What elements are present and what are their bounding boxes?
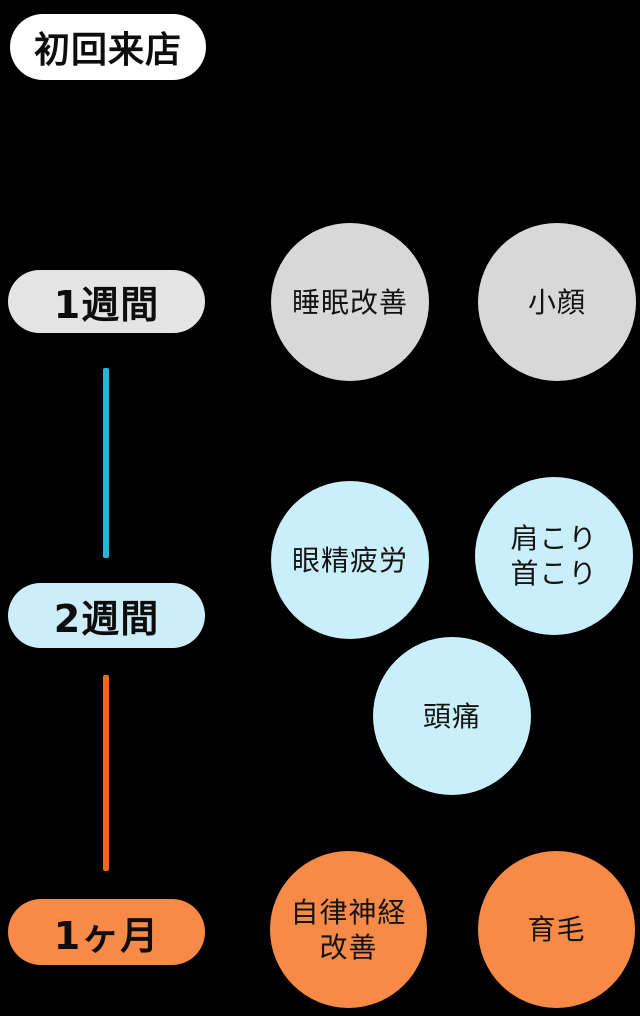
effect-circle-sleep-improvement: 睡眠改善: [271, 223, 429, 381]
effect-circle-eye-strain: 眼精疲労: [271, 481, 429, 639]
stage-pill-2week: 2週間: [8, 583, 205, 648]
connector-1week-to-2week: [103, 368, 109, 558]
effect-circle-hair-growth: 育毛: [478, 851, 635, 1008]
connector-2week-to-1month: [103, 675, 109, 871]
stage-pill-1week: 1週間: [8, 270, 205, 333]
effect-circle-autonomic-nerve-improvement: 自律神経 改善: [270, 851, 427, 1008]
effect-circle-headache: 頭痛: [373, 637, 531, 795]
first-visit-label: 初回来店: [10, 14, 206, 80]
stage-pill-1month: 1ヶ月: [8, 899, 205, 965]
effect-circle-shoulder-neck-stiffness: 肩こり 首こり: [475, 477, 633, 635]
effect-circle-small-face: 小顔: [478, 223, 636, 381]
